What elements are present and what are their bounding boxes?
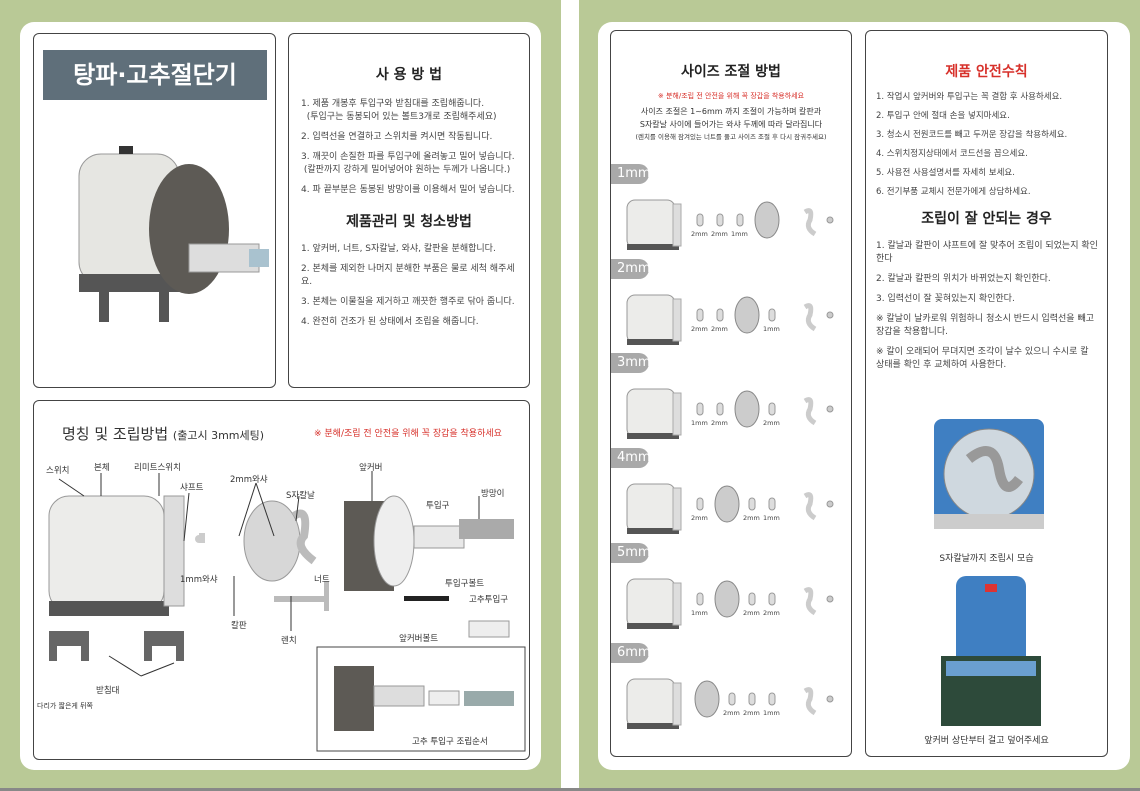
safety-item: 1. 작업시 앞커버와 투입구는 꼭 결합 후 사용하세요. — [876, 92, 1063, 102]
parts-panel: 명칭 및 조립방법 (출고시 3mm세팅) ※ 분해/조립 전 안전을 위해 꼭… — [33, 400, 530, 760]
size-row-graphic — [626, 199, 834, 250]
caption-front-cover: 앞커버 상단부터 걸고 덮어주세요 — [924, 736, 1049, 746]
label-inlet: 투입구 — [426, 501, 450, 511]
care-item: 3. 본체는 이물질을 제거하고 깨끗한 행주로 닦아 줍니다. — [301, 297, 515, 307]
label-stand: 받침대 — [96, 686, 120, 696]
trouble-item: ※ 칼날이 날카로워 위험하니 청소시 반드시 입력선을 빼고 장갑을 착용합니… — [876, 314, 1095, 337]
safety-item: 4. 스위치정지상태에서 코드선을 꼽으세요. — [876, 149, 1028, 159]
machine-image — [78, 146, 269, 322]
label-wrench: 렌치 — [281, 636, 297, 646]
usage-item: 2. 입력선을 연결하고 스위치를 켜시면 작동됩니다. — [301, 132, 493, 142]
washer-label: 2mm — [743, 709, 760, 717]
label-body: 본체 — [94, 463, 110, 473]
size-heading: 사이즈 조절 방법 — [681, 64, 781, 80]
usage-panel: 사 용 방 법 1. 제품 개봉후 투입구와 받침대를 조립해줍니다. (투입구… — [288, 33, 530, 388]
safety-panel: 제품 안전수칙 1. 작업시 앞커버와 투입구는 꼭 결합 후 사용하세요. 2… — [865, 30, 1108, 757]
care-item: 4. 완전히 건조가 된 상태에서 조립을 해줍니다. — [301, 317, 479, 327]
size-row-graphic — [626, 294, 834, 345]
washer-label: 2mm — [691, 514, 708, 522]
size-tag: 6mm — [611, 643, 651, 663]
washer-label: 1mm — [691, 419, 708, 427]
label-shaft: 샤프트 — [180, 483, 204, 493]
washer-label: 1mm — [731, 230, 748, 238]
size-panel: 사이즈 조절 방법 ※ 분해/조립 전 안전을 위해 꼭 장갑을 착용하세요 사… — [610, 30, 852, 757]
care-item: 1. 앞커버, 너트, S자칼날, 와샤, 칼판을 분해합니다. — [301, 244, 496, 254]
washer-label: 1mm — [763, 709, 780, 717]
trouble-item: 2. 칼날과 칼판의 위치가 바뀌었는지 확인한다. — [876, 274, 1051, 284]
size-desc: S자칼날 사이에 들어가는 와샤 두께에 따라 달라집니다 — [639, 120, 823, 129]
product-title: 탕파·고추절단기 — [43, 50, 267, 100]
trouble-item: ※ 칼이 오래되어 무뎌지면 조각이 날수 있으니 수시로 칼 상태를 확인 후… — [876, 347, 1089, 370]
washer-label: 2mm — [711, 419, 728, 427]
size-tag: 4mm — [611, 448, 651, 468]
front-cover-photo — [941, 576, 1041, 726]
caption-s-blade: S자칼날까지 조립시 모습 — [939, 554, 1034, 564]
size-warning: ※ 분해/조립 전 안전을 위해 꼭 장갑을 착용하세요 — [657, 92, 805, 100]
size-desc: (렌치를 이용해 잠겨있는 너트를 풀고 사이즈 조절 후 다시 잠궈주세요) — [635, 133, 827, 141]
safety-item: 5. 사용전 사용설명서를 자세히 보세요. — [876, 168, 1015, 178]
label-washer-1mm: 1mm와샤 — [180, 575, 218, 585]
washer-label: 2mm — [763, 419, 780, 427]
washer-label: 2mm — [723, 709, 740, 717]
label-pepper-inlet: 고추투입구 — [469, 595, 509, 605]
label-stand-note: 다리가 짧은게 뒤쪽 — [37, 702, 93, 710]
washer-label: 2mm — [691, 325, 708, 333]
washer-label: 2mm — [743, 609, 760, 617]
care-heading: 제품관리 및 청소방법 — [346, 214, 472, 230]
size-tag: 5mm — [611, 543, 651, 563]
size-row-graphic — [626, 678, 834, 729]
size-desc: 사이즈 조절은 1~6mm 까지 조절이 가능하며 칼판과 — [640, 107, 822, 116]
size-row-graphic — [626, 483, 834, 534]
washer-label: 2mm — [711, 325, 728, 333]
usage-item: 1. 제품 개봉후 투입구와 받침대를 조립해줍니다. (투입구는 동봉되어 있… — [301, 99, 497, 122]
bottom-divider — [0, 788, 1140, 791]
safety-heading: 제품 안전수칙 — [945, 64, 1028, 80]
label-switch: 스위치 — [46, 466, 70, 476]
washer-label: 1mm — [763, 514, 780, 522]
washer-label: 2mm — [743, 514, 760, 522]
parts-heading: 명칭 및 조립방법 (출고시 3mm세팅) — [62, 425, 265, 443]
washer-label: 2mm — [763, 609, 780, 617]
label-blade-plate: 칼판 — [231, 621, 247, 631]
label-assembly-order: 고추 투입구 조립순서 — [412, 737, 488, 747]
label-pusher: 방망이 — [481, 489, 505, 499]
size-tag: 2mm — [611, 259, 651, 279]
safety-item: 2. 투입구 안에 절대 손을 넣지마세요. — [876, 111, 1010, 121]
parts-illustration — [48, 471, 526, 752]
washer-label: 2mm — [691, 230, 708, 238]
trouble-heading: 조립이 잘 안되는 경우 — [921, 211, 1052, 227]
usage-item: 4. 파 끝부분은 동봉된 방망이를 이용해서 밀어 넣습니다. — [301, 185, 515, 195]
label-inlet-bolt: 투입구볼트 — [445, 579, 485, 589]
label-front-cover: 앞커버 — [359, 463, 383, 473]
size-tag: 3mm — [611, 353, 651, 373]
usage-item: 3. 깨끗이 손질한 파를 투입구에 올려놓고 밀어 넣습니다. (칼판까지 강… — [301, 152, 515, 175]
size-row-graphic — [626, 578, 834, 629]
size-tag: 1mm — [611, 164, 651, 184]
product-panel: 탕파·고추절단기 — [33, 33, 276, 388]
washer-label: 1mm — [691, 609, 708, 617]
usage-heading: 사 용 방 법 — [375, 67, 443, 83]
trouble-item: 1. 칼날과 칼판이 샤프트에 잘 맞추어 조립이 되었는지 확인한다 — [876, 241, 1098, 264]
parts-warning: ※ 분해/조립 전 안전을 위해 꼭 장갑을 착용하세요 — [314, 429, 502, 439]
size-row-graphic — [626, 388, 834, 439]
trouble-item: 3. 입력선이 잘 꽂혀있는지 확인한다. — [876, 294, 1015, 304]
care-item: 2. 본체를 제외한 나머지 분해한 부품은 물로 세척 해주세요. — [301, 264, 515, 287]
s-blade-assembled-photo — [934, 419, 1044, 529]
safety-item: 6. 전기부품 교체시 전문가에게 상담하세요. — [876, 187, 1031, 197]
label-nut: 너트 — [314, 575, 330, 585]
label-washer-2mm: 2mm와샤 — [230, 475, 268, 485]
safety-item: 3. 청소시 전원코드를 빼고 두꺼운 장갑을 착용하세요. — [876, 130, 1068, 140]
label-limit-switch: 리미트스위치 — [134, 463, 181, 473]
washer-label: 1mm — [763, 325, 780, 333]
washer-label: 2mm — [711, 230, 728, 238]
label-s-blade: S자칼날 — [286, 491, 315, 501]
label-cover-bolt: 앞커버볼트 — [399, 634, 439, 644]
